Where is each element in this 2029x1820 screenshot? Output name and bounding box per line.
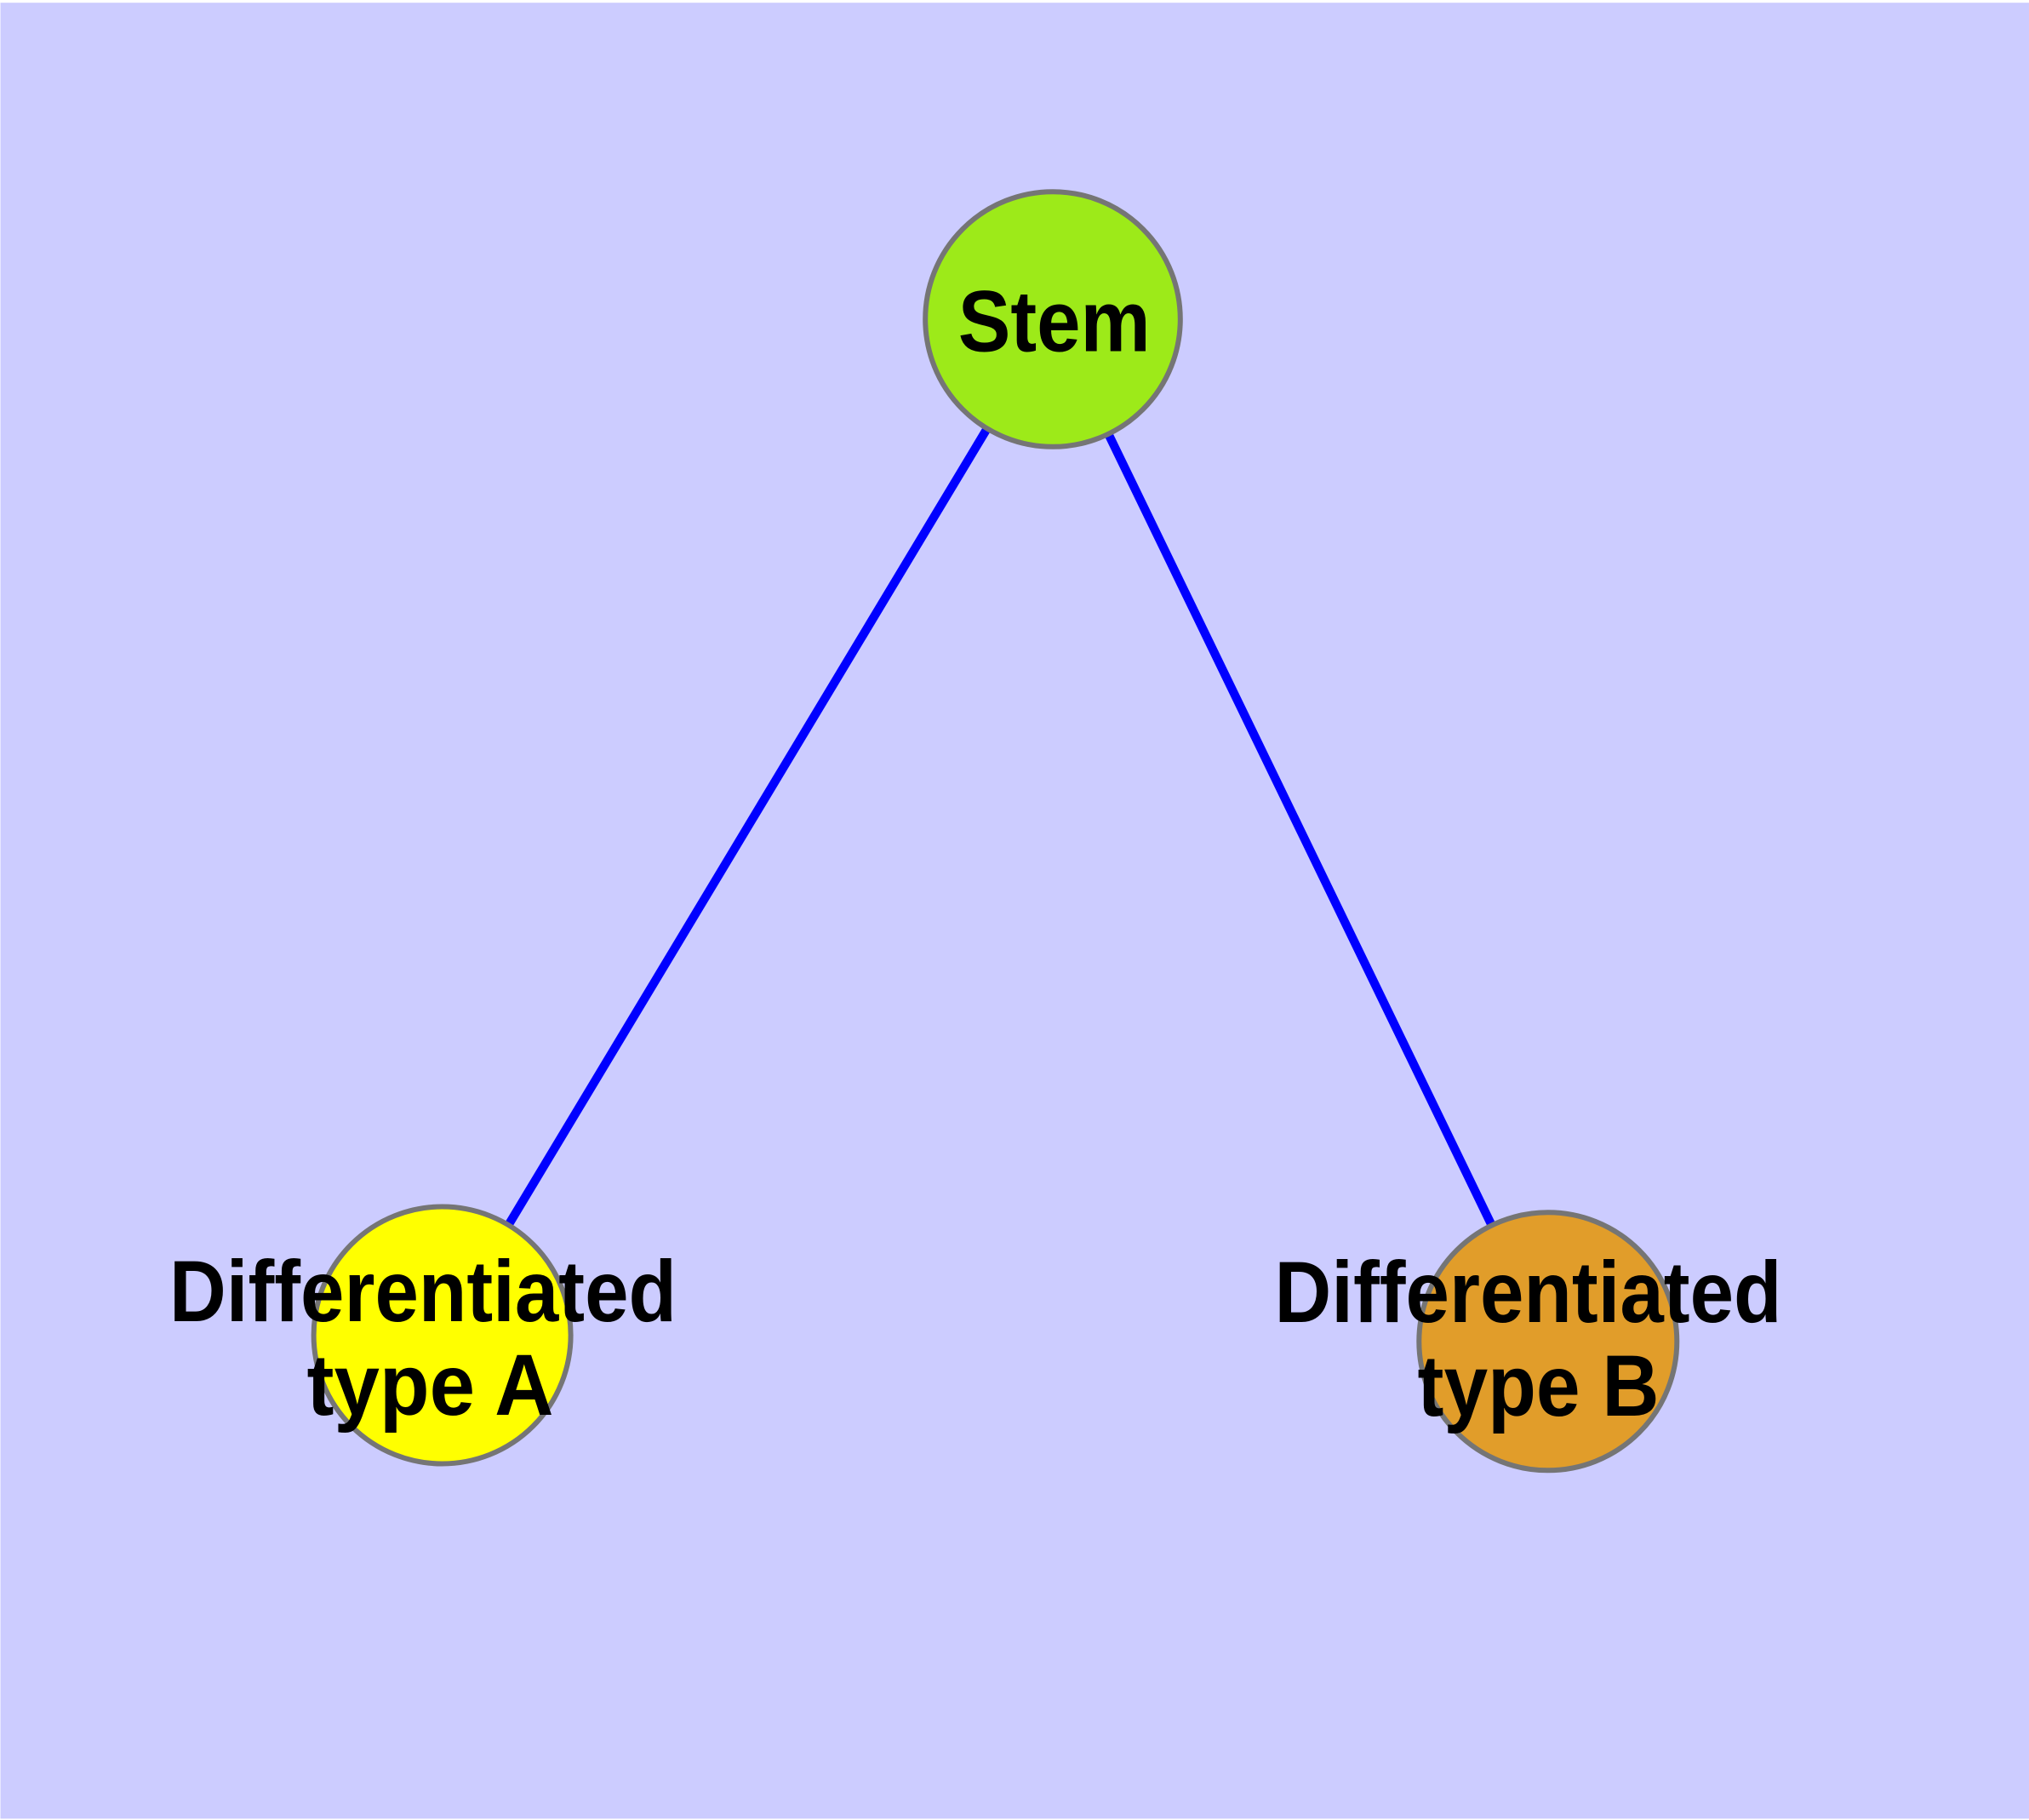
svg-text:Differentiated: Differentiated [169, 1243, 677, 1340]
svg-text:type B: type B [1418, 1337, 1660, 1434]
svg-text:Differentiated: Differentiated [1275, 1244, 1782, 1341]
svg-text:type A: type A [307, 1336, 554, 1434]
svg-text:Stem: Stem [958, 273, 1151, 370]
